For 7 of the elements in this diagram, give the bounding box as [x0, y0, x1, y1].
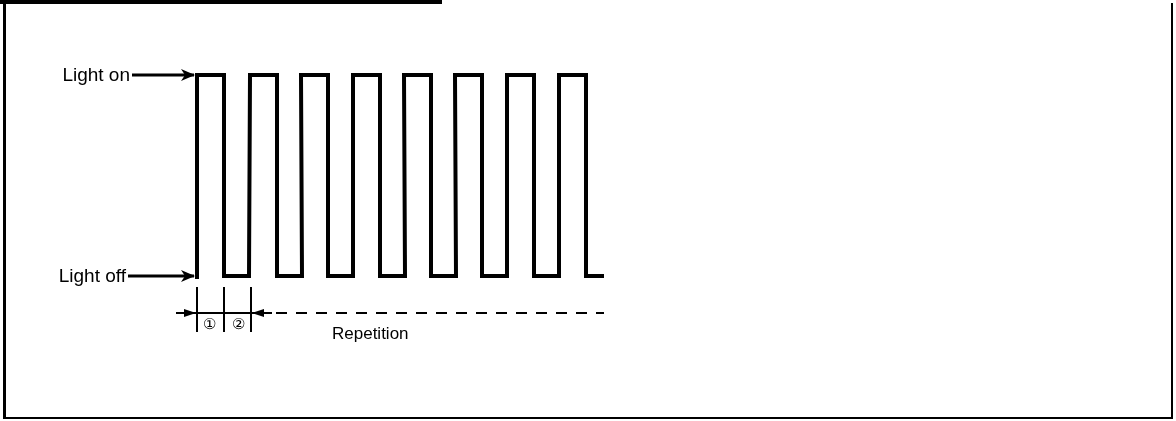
callout-number: ① [203, 316, 216, 331]
state-label: Light off [42, 265, 126, 287]
repetition-label: Repetition [332, 325, 409, 342]
arrow [128, 270, 195, 282]
arrow [132, 69, 195, 81]
state-label: Light on [52, 64, 130, 86]
callout-number: ② [232, 316, 245, 331]
